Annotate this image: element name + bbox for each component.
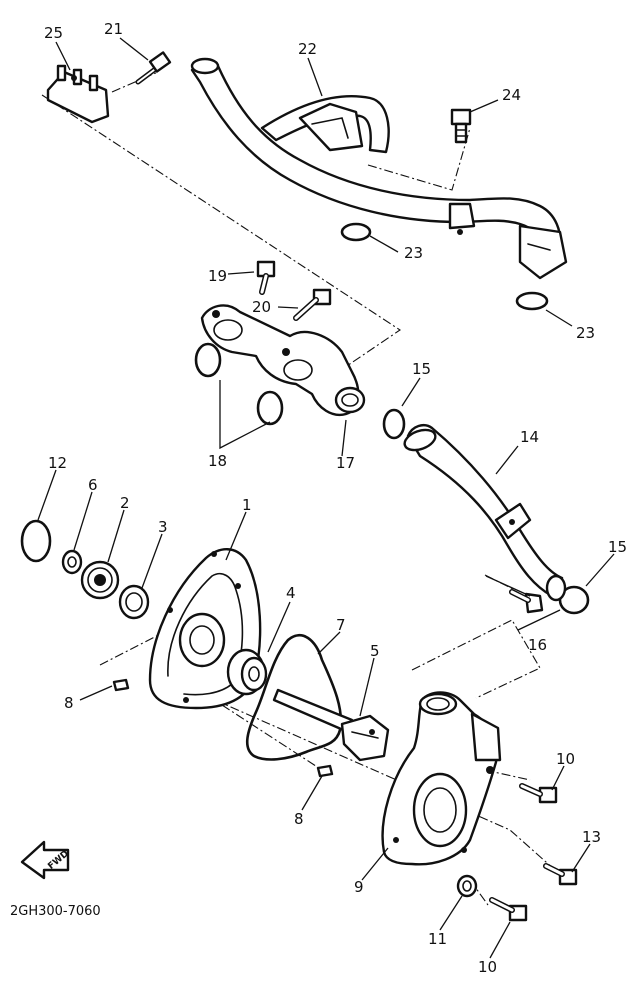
callout-19: 19: [208, 267, 227, 285]
part-24-bolt: [450, 108, 472, 144]
part-10-bolt-lower: [489, 897, 528, 922]
part-6-washer: [61, 549, 83, 575]
part-12-circlip: [20, 519, 52, 563]
callout-13: 13: [582, 828, 601, 846]
part-13-bolt: [543, 863, 578, 886]
part-4-impeller: [226, 648, 268, 696]
callout-20: 20: [252, 298, 271, 316]
callout-17: 17: [336, 454, 355, 472]
part-14-water-pipe: [403, 424, 567, 602]
callout-23-upper: 23: [404, 244, 423, 262]
part-19-bolt: [256, 260, 276, 295]
part-15-o-ring-upper: [382, 408, 406, 440]
callout-10-lower: 10: [478, 958, 497, 976]
forward-direction-arrow: FWD: [20, 840, 71, 880]
callout-15-lower: 15: [608, 538, 627, 556]
callout-labels: 25 21 22 24 23 23 19 20 18 17 15 14 15 1…: [44, 20, 627, 976]
callout-16: 16: [528, 636, 547, 654]
callout-11: 11: [428, 930, 447, 948]
callout-9: 9: [354, 878, 364, 896]
part-11-washer: [456, 874, 478, 898]
part-7-gasket: [245, 633, 343, 761]
callout-1: 1: [242, 496, 252, 514]
callout-6: 6: [88, 476, 98, 494]
callout-3: 3: [158, 518, 168, 536]
part-16-bolt: [509, 589, 544, 614]
callout-15-upper: 15: [412, 360, 431, 378]
callout-23-lower: 23: [576, 324, 595, 342]
part-21-bolt: [135, 51, 172, 85]
callout-18: 18: [208, 452, 227, 470]
callout-22: 22: [298, 40, 317, 58]
callout-10-upper: 10: [556, 750, 575, 768]
callout-4: 4: [286, 584, 296, 602]
callout-8-upper: 8: [64, 694, 74, 712]
callout-5: 5: [370, 642, 380, 660]
part-18-o-ring-b: [256, 390, 284, 426]
leader-lines: [37, 37, 615, 959]
callout-25: 25: [44, 24, 63, 42]
part-17-joint-pipe: [200, 304, 366, 417]
callout-7: 7: [336, 616, 346, 634]
part-20-bolt: [293, 288, 332, 321]
part-8-dowel-pin-upper: [112, 678, 130, 692]
callout-21: 21: [104, 20, 123, 38]
part-25-bracket: [46, 64, 110, 124]
part-3-oil-seal: [118, 584, 150, 620]
callout-24: 24: [502, 86, 521, 104]
part-8-dowel-pin-lower: [316, 764, 334, 778]
callout-14: 14: [520, 428, 539, 446]
part-22-water-pipe: [190, 57, 568, 280]
callout-12: 12: [48, 454, 67, 472]
part-10-bolt-upper: [519, 783, 558, 804]
callout-2: 2: [120, 494, 130, 512]
part-23-o-ring-left: [340, 222, 372, 242]
part-2-bearing: [80, 560, 120, 600]
part-5-shaft: [272, 688, 390, 762]
callout-8-lower: 8: [294, 810, 304, 828]
drawing-code: 2GH300-7060: [10, 904, 101, 919]
part-9-pump-housing: [381, 691, 502, 866]
part-18-o-ring-a: [194, 342, 222, 378]
part-23-o-ring-right: [515, 291, 549, 311]
